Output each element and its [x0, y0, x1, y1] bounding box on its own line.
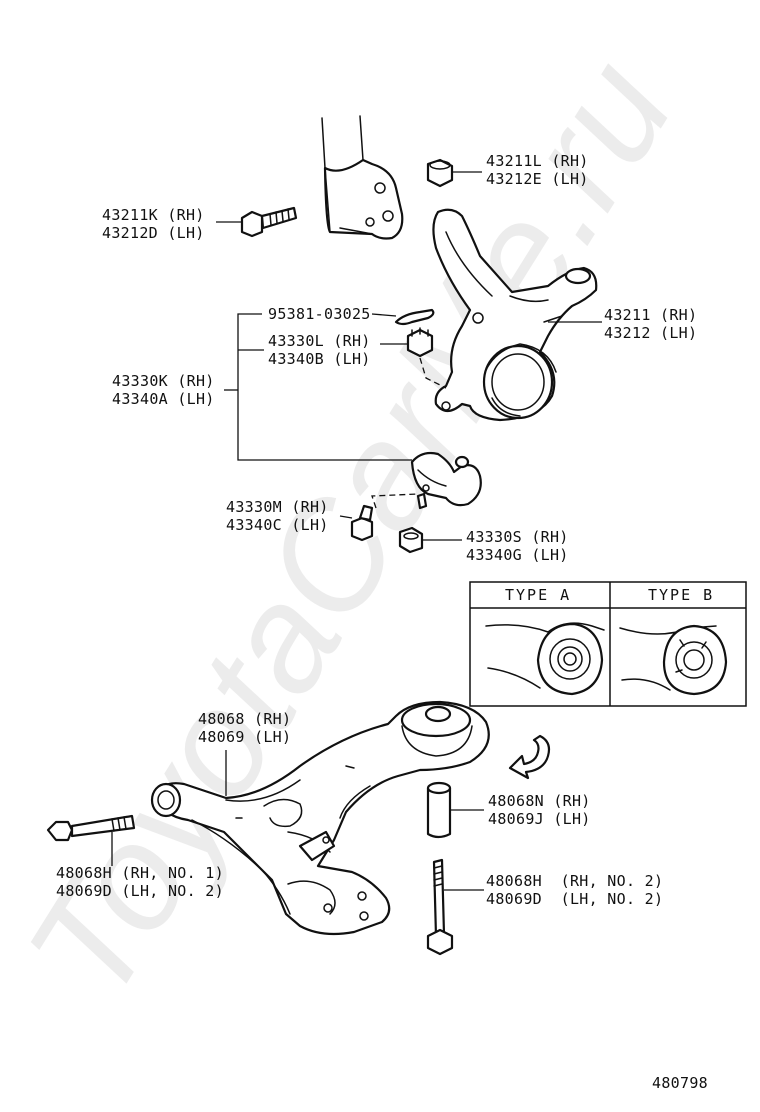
flange-nut-part [426, 158, 482, 188]
part-number: 48068N (RH) [488, 792, 591, 810]
part-number: 48068 (RH) [198, 710, 291, 728]
lower-control-arm-part [150, 700, 490, 936]
arm-bolt-1-part [46, 814, 136, 866]
assembly-guide-line [419, 357, 447, 389]
part-number: 48069D (LH, NO. 2) [56, 882, 224, 900]
callout-bushing: 48068N (RH) 48069J (LH) [488, 792, 591, 828]
part-number: 48069J (LH) [488, 810, 591, 828]
part-number: 43330K (RH) [112, 372, 215, 390]
callout-bracket [224, 313, 412, 461]
callout-ball-joint-bolt: 43330M (RH) 43340C (LH) [226, 498, 329, 534]
callout-ball-joint-assy: 43330K (RH) 43340A (LH) [112, 372, 215, 408]
part-number: 43330M (RH) [226, 498, 329, 516]
part-number-cotter-pin: 95381-03025 [268, 305, 371, 323]
ball-joint-bolt-part [339, 504, 374, 542]
callout-nut-top: 43211L (RH) 43212E (LH) [486, 152, 589, 188]
part-number: 43330L (RH) [268, 332, 371, 350]
cotter-pin-part [371, 308, 435, 326]
callout-castle-nut: 43330L (RH) 43340B (LH) [268, 332, 371, 368]
arm-bolt-2-part [426, 858, 484, 956]
part-number: 48069 (LH) [198, 728, 291, 746]
part-number: 43212 (LH) [604, 324, 697, 342]
callout-arm-bolt-2: 48068H (RH, NO. 2) 48069D (LH, NO. 2) [486, 872, 663, 908]
steering-knuckle-part [432, 208, 598, 422]
ball-joint-part [410, 451, 482, 510]
callout-knuckle: 43211 (RH) 43212 (LH) [604, 306, 697, 342]
type-comparison-box [469, 581, 747, 707]
ball-joint-nut-part [398, 526, 462, 554]
part-number: 43340A (LH) [112, 390, 215, 408]
part-number: 43330S (RH) [466, 528, 569, 546]
type-a-label: TYPE A [505, 586, 571, 604]
part-number: 43211K (RH) [102, 206, 205, 224]
part-number: 43340B (LH) [268, 350, 371, 368]
part-number: 48068H (RH, NO. 2) [486, 872, 663, 890]
callout-ball-joint-nut: 43330S (RH) 43340G (LH) [466, 528, 569, 564]
rotation-arrow-icon [508, 734, 551, 780]
part-number: 43340C (LH) [226, 516, 329, 534]
callout-bolt-top: 43211K (RH) 43212D (LH) [102, 206, 205, 242]
castle-nut-part [406, 327, 434, 358]
part-number: 48068H (RH, NO. 1) [56, 864, 224, 882]
part-number: 43212E (LH) [486, 170, 589, 188]
part-number: 43212D (LH) [102, 224, 205, 242]
assembly-guide-line [371, 493, 419, 509]
strut-bracket-part [321, 115, 404, 240]
part-number: 48069D (LH, NO. 2) [486, 890, 663, 908]
type-b-label: TYPE B [648, 586, 714, 604]
part-number: 43211L (RH) [486, 152, 589, 170]
diagram-id: 480798 [652, 1074, 708, 1092]
part-number: 43340G (LH) [466, 546, 569, 564]
part-number: 43211 (RH) [604, 306, 697, 324]
bushing-part [426, 781, 484, 839]
callout-arm-bolt-1: 48068H (RH, NO. 1) 48069D (LH, NO. 2) [56, 864, 224, 900]
hex-bolt-part [240, 206, 298, 238]
callout-lower-arm: 48068 (RH) 48069 (LH) [198, 710, 291, 746]
